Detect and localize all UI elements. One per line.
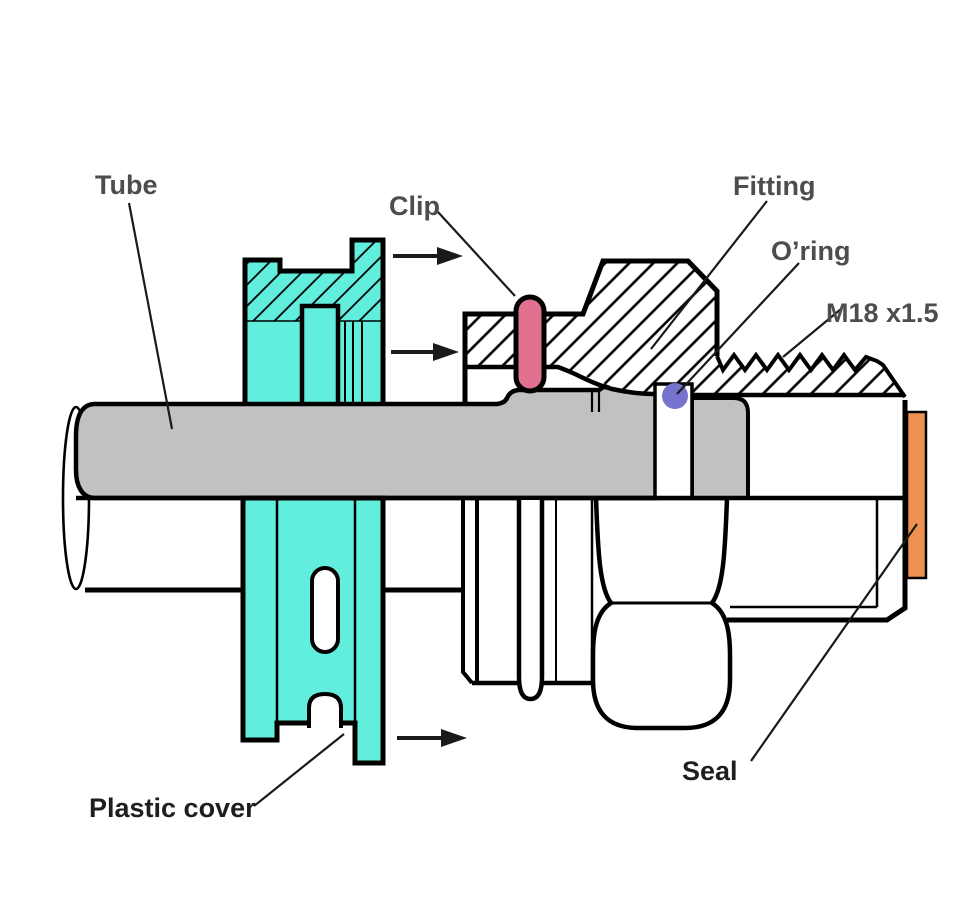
cover-slot — [310, 566, 340, 654]
seal-label: Seal — [682, 756, 738, 786]
arrow-bottom — [397, 729, 467, 747]
clip — [513, 294, 547, 702]
clip-lower-leg — [516, 500, 545, 702]
tube-label: Tube — [95, 170, 158, 200]
tube-leader-line — [127, 202, 174, 430]
cover-upper-outline — [242, 237, 386, 407]
plastic-cover-lower — [240, 495, 386, 766]
clip-upper — [513, 294, 547, 394]
fitting-lower-right-bore — [730, 500, 879, 609]
plastic-cover-label: Plastic cover — [89, 793, 256, 823]
fitting-thread-profile — [715, 351, 907, 399]
cover-post — [299, 303, 341, 407]
plastic-cover-leader-line — [253, 733, 345, 807]
clip-leader-line — [437, 211, 516, 297]
cover-bottom-notch — [307, 691, 343, 728]
cover-upper-ribs — [344, 321, 363, 407]
fitting-label: Fitting — [733, 171, 815, 201]
oring-leader-line — [676, 262, 800, 395]
fitting-head-outline — [462, 258, 720, 406]
thread-spec-label: M18 x1.5 — [826, 298, 939, 328]
fitting-lower — [461, 400, 908, 731]
arrow-middle — [391, 343, 459, 361]
direction-arrows — [391, 247, 467, 747]
leader-lines — [127, 200, 918, 807]
arrow-top — [393, 247, 463, 265]
cover-lower-ribs — [275, 498, 357, 763]
tube-ferrule-lines — [590, 388, 601, 412]
plastic-cover-upper — [242, 237, 386, 407]
oring-label: O’ring — [771, 236, 851, 266]
seal — [905, 410, 928, 580]
labels: Tube Clip Fitting O’ring M18 x1.5 Seal P… — [89, 170, 939, 823]
seal-leader-line — [750, 523, 918, 762]
hex-nut — [590, 495, 733, 731]
fitting-leader-line — [650, 200, 768, 350]
tube — [73, 377, 750, 501]
tube-tip — [690, 396, 750, 500]
thread-leader-line — [782, 308, 842, 358]
fitting-lower-right-outline — [727, 400, 908, 623]
fitting-collar-wall — [461, 500, 479, 685]
clip-label: Clip — [389, 191, 440, 221]
fitting-seat-edge — [465, 364, 656, 397]
fitting — [462, 258, 907, 500]
